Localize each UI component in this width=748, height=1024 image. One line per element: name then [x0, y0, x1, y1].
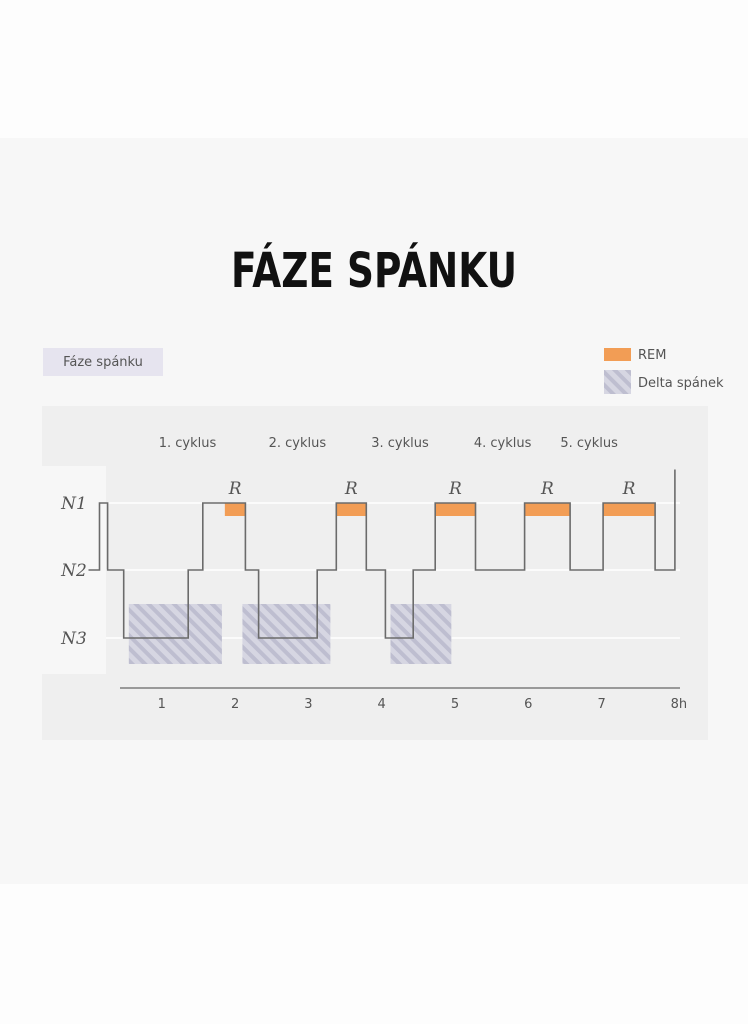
legend-swatch-delta	[604, 370, 631, 394]
plot-panel	[42, 406, 708, 740]
x-tick-label: 7	[597, 697, 605, 712]
stage-label: N1	[60, 494, 87, 514]
x-tick-label: 1	[158, 697, 166, 712]
rem-bar	[435, 503, 476, 516]
hypnogram-line	[88, 469, 676, 639]
rem-bar	[603, 503, 656, 516]
cycle-label: 2. cyklus	[269, 436, 327, 451]
delta-area	[390, 604, 452, 664]
x-tick-label: 6	[524, 697, 532, 712]
legend-swatch-rem	[604, 348, 631, 361]
delta-sleep-areas	[128, 604, 452, 664]
page-title: FÁZE SPÁNKU	[230, 243, 518, 299]
rem-label: R	[540, 479, 554, 499]
stage-label: N3	[60, 629, 87, 649]
hypnogram	[88, 469, 676, 639]
rem-bars	[224, 503, 656, 516]
chart-title-label: Fáze spánku	[43, 348, 163, 376]
rem-label: R	[622, 479, 636, 499]
stage-label: N2	[60, 561, 87, 581]
delta-area	[128, 604, 222, 664]
cycle-label: 4. cyklus	[474, 436, 532, 451]
rem-label: R	[448, 479, 462, 499]
x-tick-label: 8h	[671, 697, 688, 712]
x-tick-label: 5	[451, 697, 459, 712]
legend-label: Delta spánek	[638, 376, 724, 391]
delta-area	[242, 604, 331, 664]
cycle-label: 3. cyklus	[371, 436, 429, 451]
cycle-label: 5. cyklus	[560, 436, 618, 451]
legend: REM Delta spánek	[604, 348, 724, 394]
x-tick-label: 2	[231, 697, 239, 712]
legend-label: REM	[638, 348, 666, 363]
x-axis: 1 2 3 4 5 6 7 8h	[120, 687, 688, 712]
cycle-label: 1. cyklus	[159, 436, 217, 451]
x-tick-label: 3	[304, 697, 312, 712]
x-tick-label: 4	[378, 697, 386, 712]
rem-label: R	[228, 479, 242, 499]
rem-bar	[224, 503, 246, 516]
rem-label: R	[344, 479, 358, 499]
rem-bar	[524, 503, 571, 516]
rem-bar	[336, 503, 367, 516]
